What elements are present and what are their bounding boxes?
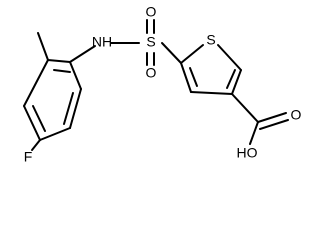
bond-ring-left-3 xyxy=(69,88,82,129)
bond-ring-left-6 xyxy=(23,59,49,107)
atom-nh-label: NH xyxy=(92,34,112,50)
bond-acid-co-a xyxy=(257,112,287,123)
atom-sulfonyl-label: S xyxy=(146,34,155,50)
bond-acid-oh xyxy=(249,121,259,145)
atom-thiophene-sulfur-label: S xyxy=(206,32,215,48)
bond-thiophene-4 xyxy=(190,91,233,95)
bond-thiophene-3 xyxy=(231,69,242,95)
bond-thiophene-double-2 xyxy=(226,69,236,89)
atom-hydroxyl-label: HO xyxy=(237,145,258,161)
bond-acid-carbon xyxy=(231,93,259,123)
bond-ring-left-double-3 xyxy=(32,105,46,132)
bond-ring-left-2 xyxy=(69,61,82,90)
bond-sulfonyl-thiophene xyxy=(161,42,182,64)
bond-aryl-nh xyxy=(69,45,96,63)
atom-oxygen-bottom-label: O xyxy=(146,65,157,81)
bond-methyl xyxy=(37,32,49,61)
bond-ring-left-5 xyxy=(23,105,41,141)
atom-oxygen-top-label: O xyxy=(146,4,157,20)
bond-ring-left-1 xyxy=(47,59,71,63)
bond-ring-left-double-1 xyxy=(53,69,71,73)
bond-acid-co-b xyxy=(259,119,289,130)
bond-thiophene-5 xyxy=(180,62,192,93)
bond-ring-left-4 xyxy=(39,127,71,141)
atom-fluorine-label: F xyxy=(24,149,33,165)
molecule-canvas: NH S O O S F O HO xyxy=(23,3,302,165)
molecule-structure: NH S O O S F O HO xyxy=(23,4,302,165)
bond-thiophene-double-1 xyxy=(189,67,198,87)
bond-fluoro xyxy=(31,139,41,151)
atom-acid-oxygen-label: O xyxy=(291,107,302,123)
bond-thiophene-1 xyxy=(180,44,204,64)
bond-ring-left-double-2 xyxy=(63,92,74,125)
bond-thiophene-2 xyxy=(217,44,242,71)
